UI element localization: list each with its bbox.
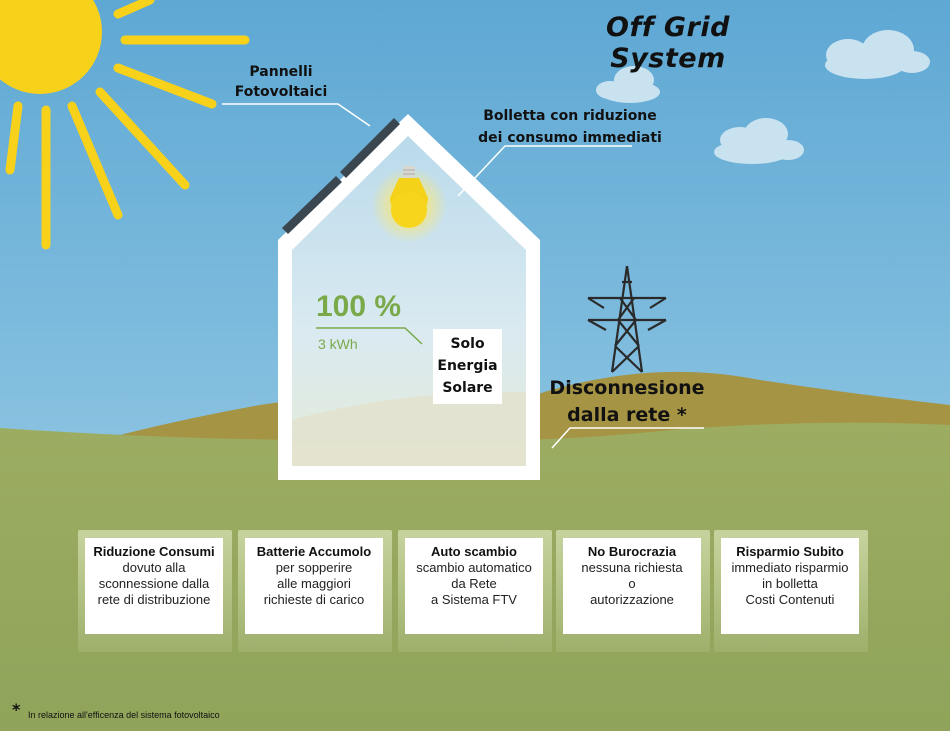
feature-card-line: dovuto alla	[122, 560, 186, 575]
feature-cards: Riduzione Consumi dovuto alla sconnessio…	[78, 530, 868, 660]
page-title: Off Grid System	[606, 12, 730, 74]
feature-card: Batterie Accumolo per sopperire alle mag…	[238, 530, 392, 652]
callout-line-bill	[457, 145, 632, 197]
callout-line-disconnect	[551, 427, 704, 449]
label-solar-panels-line2: Fotovoltaici	[234, 84, 328, 100]
label-grid-disconnection: Disconnesione dalla rete *	[548, 375, 706, 429]
feature-card-title: Batterie Accumolo	[256, 544, 372, 559]
solar-only-line3: Solare	[442, 380, 493, 396]
feature-card-line: autorizzazione	[590, 592, 674, 607]
cloud-icon-middle	[596, 66, 660, 103]
label-disconnection-line1: Disconnesione	[549, 377, 705, 399]
feature-card-line: da Rete	[451, 576, 497, 591]
feature-card-line: scambio automatico	[416, 560, 532, 575]
power-pylon-icon	[587, 265, 667, 373]
feature-card-line: per sopperire	[275, 560, 353, 575]
energy-value: 3 kWh	[318, 336, 358, 352]
solar-panel-icon	[282, 118, 400, 234]
feature-card-line: nessuna richiesta	[581, 560, 683, 575]
light-bulb-icon	[371, 166, 447, 243]
feature-card-line: richieste di carico	[263, 592, 365, 607]
label-bill-reduction: Bolletta con riduzione dei consumo immed…	[474, 105, 666, 149]
solar-only-line2: Energia	[437, 358, 498, 374]
feature-card-content: No Burocrazia nessuna richiesta o autori…	[563, 538, 701, 634]
label-solar-panels-line1: Pannelli	[249, 64, 313, 80]
feature-card: Riduzione Consumi dovuto alla sconnessio…	[78, 530, 232, 652]
feature-card-line: immediato risparmio	[731, 560, 849, 575]
feature-card-content: Riduzione Consumi dovuto alla sconnessio…	[85, 538, 223, 634]
cloud-icon-right	[825, 30, 930, 79]
feature-card-content: Auto scambio scambio automatico da Rete …	[405, 538, 543, 634]
cloud-icon-small	[714, 118, 804, 164]
solar-only-line1: Solo	[450, 336, 485, 352]
feature-card-line: rete di distribuzione	[97, 592, 211, 607]
feature-card-content: Risparmio Subito immediato risparmio in …	[721, 538, 859, 634]
sun-icon	[0, 0, 250, 250]
label-bill-line1: Bolletta con riduzione	[483, 108, 657, 124]
feature-card-title: Riduzione Consumi	[93, 544, 215, 559]
feature-card-title: No Burocrazia	[587, 544, 677, 559]
solar-only-badge: Solo Energia Solare	[433, 329, 502, 404]
feature-card-line: Costi Contenuti	[745, 592, 835, 607]
feature-card-title: Auto scambio	[431, 544, 517, 559]
label-disconnection-line2: dalla rete *	[567, 404, 687, 426]
feature-card-line: o	[628, 576, 636, 591]
callout-line-panels	[222, 103, 371, 127]
percent-value: 100 %	[316, 290, 402, 323]
callout-line-percent	[316, 327, 423, 345]
feature-card-content: Batterie Accumolo per sopperire alle mag…	[245, 538, 383, 634]
feature-card-line: in bolletta	[762, 576, 818, 591]
feature-card: Auto scambio scambio automatico da Rete …	[398, 530, 552, 652]
feature-card-line: alle maggiori	[277, 576, 351, 591]
footnote-star: *	[12, 700, 21, 719]
feature-card: Risparmio Subito immediato risparmio in …	[714, 530, 868, 652]
feature-card-line: sconnessione dalla	[98, 576, 210, 591]
label-solar-panels: Pannelli Fotovoltaici	[222, 62, 340, 102]
label-bill-line2: dei consumo immediati	[478, 130, 662, 146]
feature-card-line: a Sistema FTV	[431, 592, 517, 607]
feature-card: No Burocrazia nessuna richiesta o autori…	[556, 530, 710, 652]
footnote-text: In relazione all'efficenza del sistema f…	[28, 710, 220, 720]
feature-card-title: Risparmio Subito	[736, 544, 844, 559]
